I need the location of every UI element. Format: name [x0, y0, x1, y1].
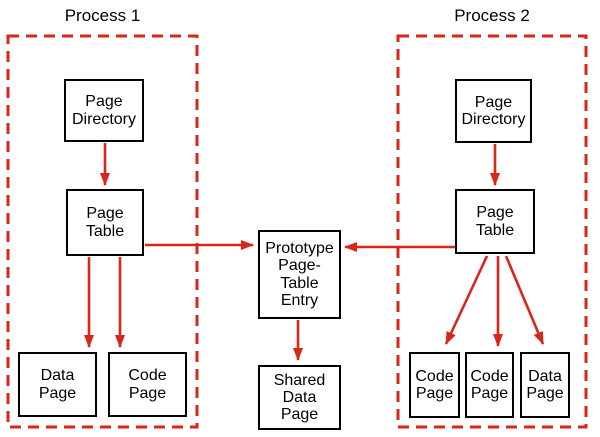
arrow-p2-pagetable-to-codepage1 — [444, 255, 489, 345]
process-1-boundary — [6, 34, 199, 429]
process-2-title: Process 2 — [454, 6, 530, 25]
p2-code-page-2-box: Code Page — [465, 352, 514, 418]
p2-page-directory-box: Page Directory — [455, 79, 532, 143]
p2-data-page-box: Data Page — [520, 352, 570, 418]
p1-page-table-box: Page Table — [66, 189, 144, 256]
process-1-title: Process 1 — [64, 6, 141, 25]
p2-page-table-box: Page Table — [455, 189, 535, 254]
p1-data-page-box: Data Page — [18, 352, 97, 417]
process-2-boundary — [396, 34, 588, 429]
p2-code-page-1-box: Code Page — [409, 352, 460, 418]
prototype-page-table-entry-box: Prototype Page- Table Entry — [258, 230, 341, 319]
p1-code-page-box: Code Page — [108, 352, 187, 417]
shared-data-page-box: Shared Data Page — [258, 365, 341, 430]
p1-page-directory-box: Page Directory — [64, 79, 144, 142]
arrow-p2-pagetable-to-datapage — [504, 255, 545, 345]
